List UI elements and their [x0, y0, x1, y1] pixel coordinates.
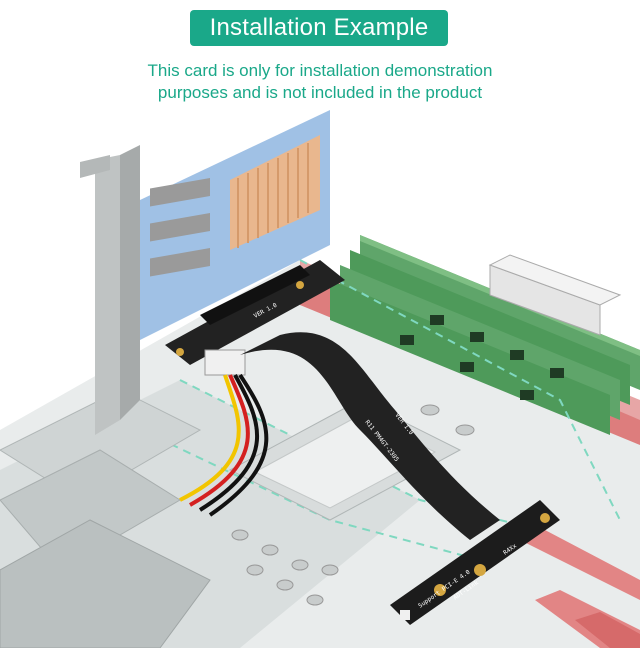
- page-title: Installation Example: [209, 14, 429, 41]
- installation-illustration: VER 1.0 R11 PM4GT-2305 VER 1.0 Support P…: [0, 100, 640, 648]
- subtitle-line-2: purposes and is not included in the prod…: [157, 83, 483, 102]
- expansion-card: [140, 110, 330, 340]
- ram-modules: [330, 235, 640, 435]
- title-badge: Installation Example: [190, 10, 448, 46]
- vrm-heatsink: [0, 389, 211, 648]
- pci-bracket: [80, 145, 140, 435]
- subtitle: This card is only for installation demon…: [0, 60, 640, 104]
- capacitors: [231, 404, 475, 606]
- subtitle-line-1: This card is only for installation demon…: [147, 61, 493, 80]
- pcie-slots: [520, 530, 640, 648]
- product-illustration: VER 1.0 R11 PM4GT-2305 VER 1.0 Support P…: [0, 110, 640, 648]
- power-connector: [488, 254, 622, 336]
- molex-connector: [179, 349, 269, 517]
- riser-top-board: VER 1.0: [165, 260, 345, 365]
